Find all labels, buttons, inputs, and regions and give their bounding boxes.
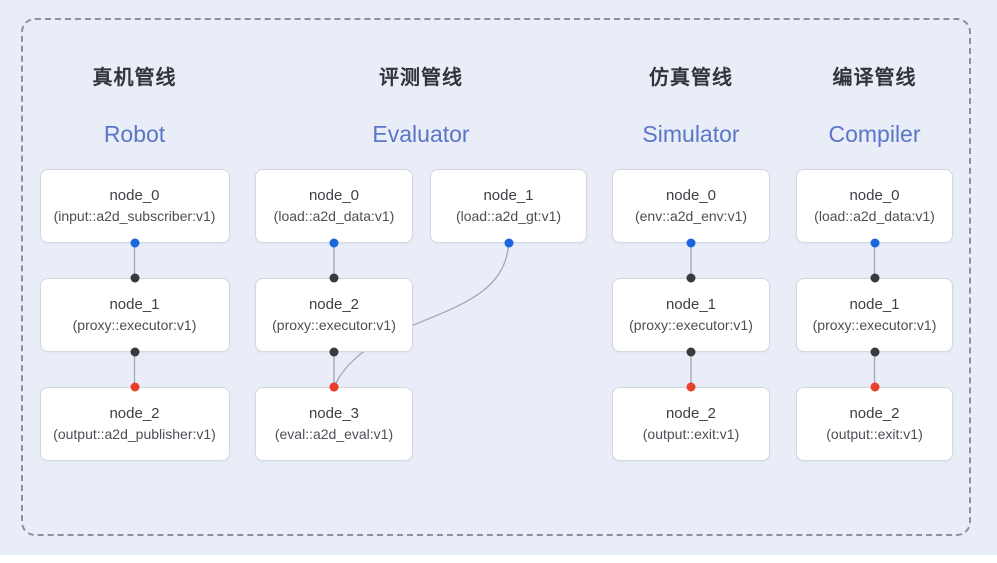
port-out-dot-simulator-node_1 — [686, 347, 696, 357]
page-bottom-strip — [0, 555, 997, 563]
pipeline-title-zh-robot: 真机管线 — [92, 67, 177, 89]
pipeline-title-en-robot: Robot — [103, 121, 166, 147]
node-card-robot-node_2: node_2(output::a2d_publisher:v1) — [39, 387, 230, 461]
port-in-dot-robot-node_2 — [130, 382, 139, 392]
node-card-evaluator-node_3: node_3(eval::a2d_eval:v1) — [255, 387, 413, 461]
node-name-label: node_2 — [849, 405, 900, 422]
port-in-dot-robot-node_1 — [130, 273, 139, 283]
node-name-label: node_0 — [665, 187, 717, 204]
node-name-label: node_2 — [665, 405, 717, 422]
node-type-label: (load::a2d_data:v1) — [273, 208, 395, 224]
port-in-dot-compiler-node_1 — [870, 273, 879, 283]
pipeline-title-en-compiler: Compiler — [828, 121, 921, 147]
node-card-simulator-node_2: node_2(output::exit:v1) — [612, 387, 770, 461]
node-type-label: (output::exit:v1) — [642, 426, 740, 442]
pipeline-title-zh-compiler: 编译管线 — [832, 67, 917, 89]
port-in-dot-compiler-node_2 — [870, 382, 879, 392]
node-card-simulator-node_0: node_0(env::a2d_env:v1) — [612, 169, 770, 243]
node-card-robot-node_1: node_1(proxy::executor:v1) — [39, 278, 230, 352]
node-card-evaluator-node_0: node_0(load::a2d_data:v1) — [255, 169, 413, 243]
port-out-dot-evaluator-node_2 — [329, 347, 339, 357]
node-name-label: node_0 — [849, 187, 900, 204]
pipeline-title-zh-simulator: 仿真管线 — [649, 67, 733, 89]
port-out-dot-robot-node_1 — [130, 347, 139, 357]
pipeline-title-en-evaluator: Evaluator — [372, 121, 470, 147]
pipeline-title-zh-evaluator: 评测管线 — [379, 67, 463, 89]
pipeline-title-en-simulator: Simulator — [642, 121, 740, 147]
node-type-label: (load::a2d_data:v1) — [814, 208, 935, 224]
node-card-evaluator-node_2: node_2(proxy::executor:v1) — [255, 278, 413, 352]
node-name-label: node_0 — [109, 187, 160, 204]
node-name-label: node_1 — [483, 187, 534, 204]
node-card-robot-node_0: node_0(input::a2d_subscriber:v1) — [39, 169, 230, 243]
node-name-label: node_1 — [665, 296, 717, 313]
node-card-simulator-node_1: node_1(proxy::executor:v1) — [612, 278, 770, 352]
node-type-label: (proxy::executor:v1) — [272, 317, 396, 333]
node-type-label: (load::a2d_gt:v1) — [455, 208, 562, 224]
node-type-label: (output::exit:v1) — [826, 426, 923, 442]
node-type-label: (output::a2d_publisher:v1) — [53, 426, 216, 442]
node-card-compiler-node_2: node_2(output::exit:v1) — [796, 387, 953, 461]
node-name-label: node_1 — [109, 296, 160, 313]
node-name-label: node_2 — [109, 405, 160, 422]
port-in-dot-simulator-node_1 — [686, 273, 696, 283]
node-type-label: (proxy::executor:v1) — [629, 317, 753, 333]
port-out-dot-compiler-node_0 — [870, 238, 879, 248]
port-out-dot-simulator-node_0 — [686, 238, 696, 248]
node-card-compiler-node_0: node_0(load::a2d_data:v1) — [796, 169, 953, 243]
node-name-label: node_1 — [849, 296, 900, 313]
port-out-dot-evaluator-node_0 — [329, 238, 339, 248]
port-in-dot-evaluator-node_2 — [329, 273, 339, 283]
port-out-dot-robot-node_0 — [130, 238, 139, 248]
node-name-label: node_3 — [308, 405, 360, 422]
port-out-dot-evaluator-node_1 — [504, 238, 513, 248]
node-type-label: (proxy::executor:v1) — [72, 317, 197, 333]
node-type-label: (eval::a2d_eval:v1) — [274, 426, 394, 442]
node-type-label: (proxy::executor:v1) — [812, 317, 937, 333]
node-card-evaluator-node_1: node_1(load::a2d_gt:v1) — [430, 169, 587, 243]
port-out-dot-compiler-node_1 — [870, 347, 879, 357]
node-card-compiler-node_1: node_1(proxy::executor:v1) — [796, 278, 953, 352]
node-name-label: node_0 — [308, 187, 360, 204]
node-type-label: (env::a2d_env:v1) — [634, 208, 748, 224]
node-type-label: (input::a2d_subscriber:v1) — [53, 208, 216, 224]
port-in-dot-evaluator-node_3 — [329, 382, 339, 392]
port-in-dot-simulator-node_2 — [686, 382, 696, 392]
node-name-label: node_2 — [308, 296, 360, 313]
